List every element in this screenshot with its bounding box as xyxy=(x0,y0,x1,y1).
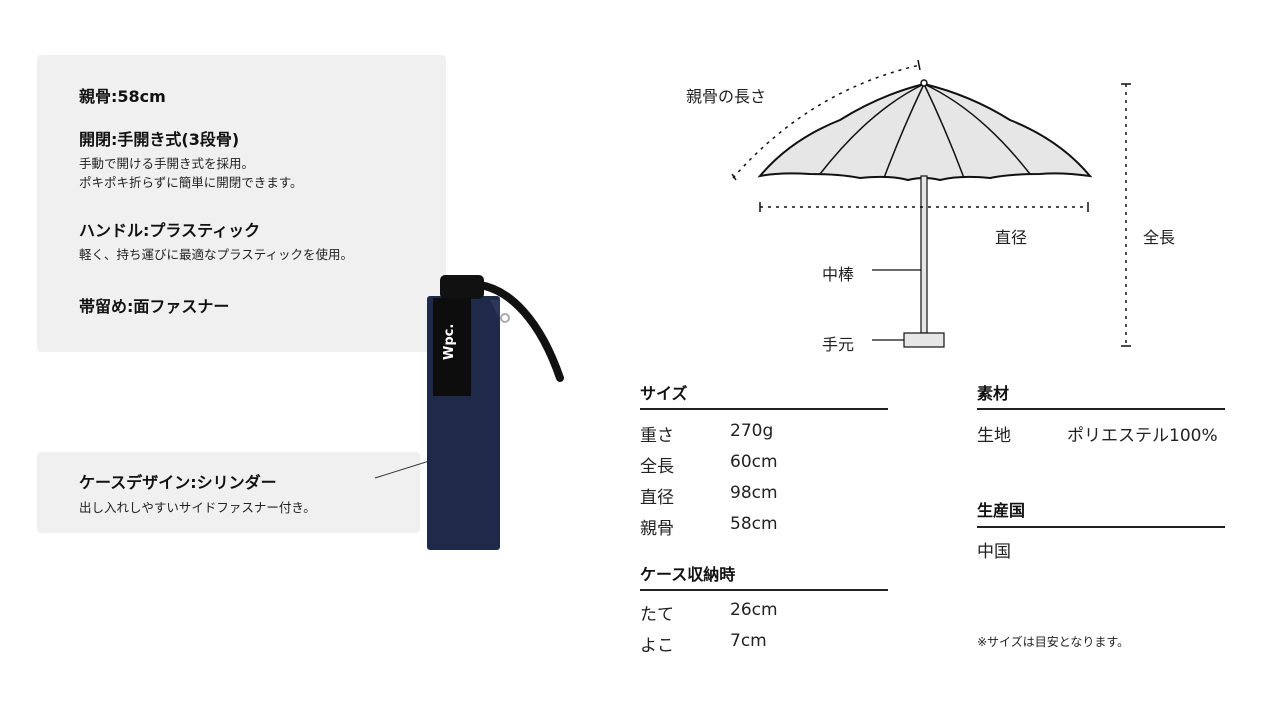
origin-value: 中国 xyxy=(977,542,1011,562)
label-rib-length: 親骨の長さ xyxy=(686,87,767,106)
strap xyxy=(476,281,564,382)
size-label: 重さ xyxy=(640,426,674,446)
size-label: 全長 xyxy=(640,457,674,477)
size-label: 直径 xyxy=(640,488,674,508)
brand-logo: Wpc. xyxy=(442,323,457,360)
feature-handle-desc: 軽く、持ち運びに最適なプラスティックを使用。 xyxy=(79,247,354,262)
label-shaft: 中棒 xyxy=(822,265,855,284)
case-size-label: よこ xyxy=(640,636,674,656)
case-size-value: 7cm xyxy=(730,631,767,651)
case-panel: ケースデザイン:シリンダー 出し入れしやすいサイドファスナー付き。 xyxy=(37,452,420,533)
features-panel: 親骨:58cm 開閉:手開き式(3段骨) 手動で開ける手開き式を採用。 ポキポキ… xyxy=(37,55,446,352)
size-value: 270g xyxy=(730,421,774,441)
case-size-label: たて xyxy=(640,605,674,625)
zipper-pull xyxy=(500,313,510,323)
material-heading: 素材 xyxy=(977,384,1010,403)
handle-cap xyxy=(440,275,484,299)
label-diameter: 直径 xyxy=(995,228,1028,247)
case-size-heading: ケース収納時 xyxy=(640,565,736,584)
size-value: 98cm xyxy=(730,483,778,503)
label-handle: 手元 xyxy=(822,335,855,354)
size-note: ※サイズは目安となります。 xyxy=(977,635,1130,649)
umbrella-diagram xyxy=(731,59,1131,348)
feature-open-title: 開閉:手開き式(3段骨) xyxy=(79,130,240,149)
case-size-value: 26cm xyxy=(730,600,778,620)
feature-open-desc-1: 手動で開ける手開き式を採用。 xyxy=(79,156,255,171)
product-photo xyxy=(374,275,564,550)
origin-heading: 生産国 xyxy=(977,501,1026,520)
feature-strap-title: 帯留め:面ファスナー xyxy=(79,297,230,316)
size-label: 親骨 xyxy=(640,519,674,539)
case-feature-title: ケースデザイン:シリンダー xyxy=(79,473,277,492)
shaft xyxy=(920,175,928,334)
size-value: 60cm xyxy=(730,452,778,472)
case-feature-desc: 出し入れしやすいサイドファスナー付き。 xyxy=(79,500,316,515)
material-value: ポリエステル100% xyxy=(1067,426,1218,446)
canopy xyxy=(757,82,1093,182)
feature-rib-title: 親骨:58cm xyxy=(79,87,166,106)
material-label: 生地 xyxy=(977,426,1011,446)
size-value: 58cm xyxy=(730,514,778,534)
size-heading: サイズ xyxy=(640,384,688,403)
brand-label xyxy=(433,298,471,396)
handle xyxy=(903,332,945,348)
label-total-length: 全長 xyxy=(1143,228,1176,247)
feature-open-desc-2: ポキポキ折らずに簡単に開閉できます。 xyxy=(79,175,303,190)
feature-handle-title: ハンドル:プラスティック xyxy=(79,221,261,240)
